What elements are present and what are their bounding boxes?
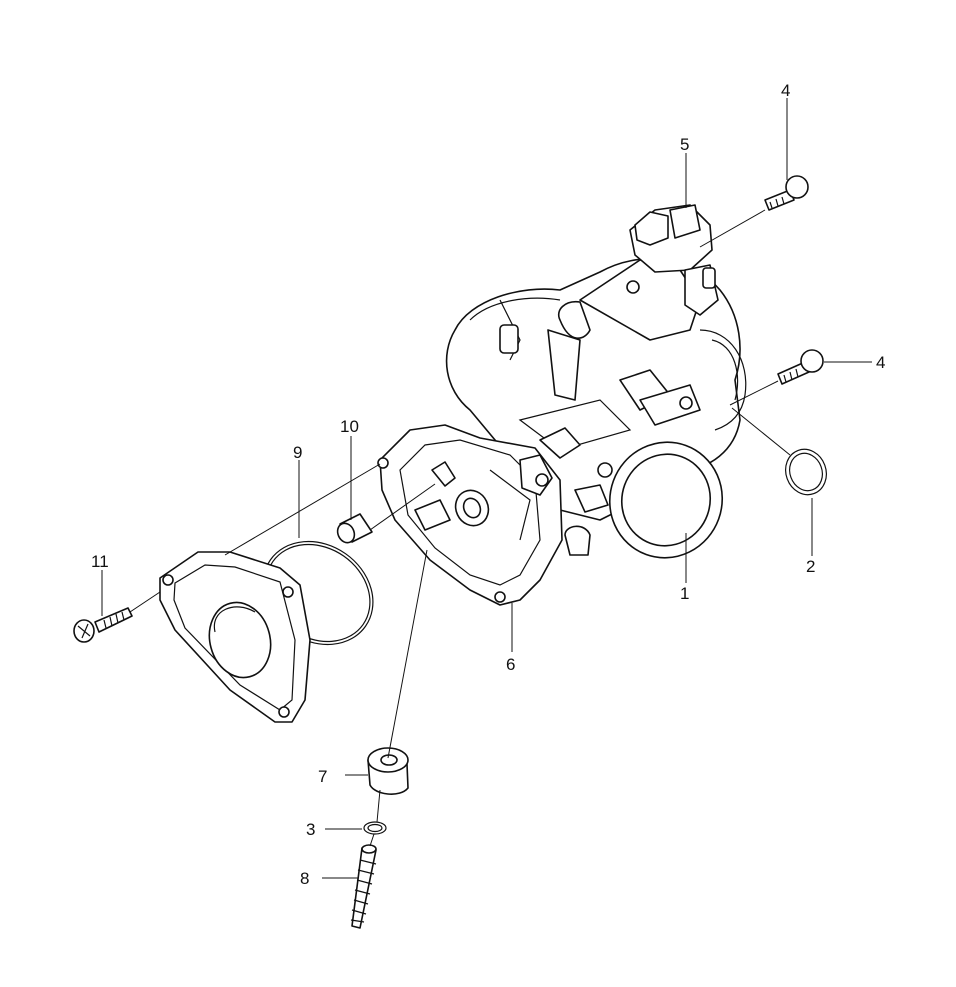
callout-3: 3: [306, 820, 315, 839]
part-3-washer: [363, 821, 387, 835]
callout-5: 5: [680, 135, 689, 154]
callout-4-mid: 4: [876, 353, 885, 372]
part-4-screw-mid: [777, 349, 824, 385]
callout-10: 10: [340, 417, 359, 436]
callout-6: 6: [506, 655, 515, 674]
callout-2: 2: [806, 557, 815, 576]
callout-11: 11: [91, 552, 109, 571]
part-11-screw: [73, 607, 133, 643]
callout-9: 9: [293, 443, 302, 462]
cover-plate: [159, 551, 311, 723]
assembly-lines: [129, 209, 791, 847]
part-7-nut: [367, 747, 409, 795]
callout-7: 7: [318, 767, 327, 786]
part-10-pin: [336, 513, 373, 544]
part-4-screw-top: [764, 175, 809, 211]
callout-1: 1: [680, 584, 689, 603]
part-2-oring: [785, 448, 827, 496]
callout-leaders: [101, 98, 872, 879]
callout-8: 8: [300, 869, 309, 888]
part-8-stud: [350, 844, 377, 929]
part-5-sensor-connector: [629, 204, 719, 316]
callout-labels: 4 5 4 10 9 2 11 1 6 7 3 8: [91, 81, 885, 888]
part-6-cover-housing: [377, 424, 581, 606]
callout-4-top: 4: [781, 81, 790, 100]
